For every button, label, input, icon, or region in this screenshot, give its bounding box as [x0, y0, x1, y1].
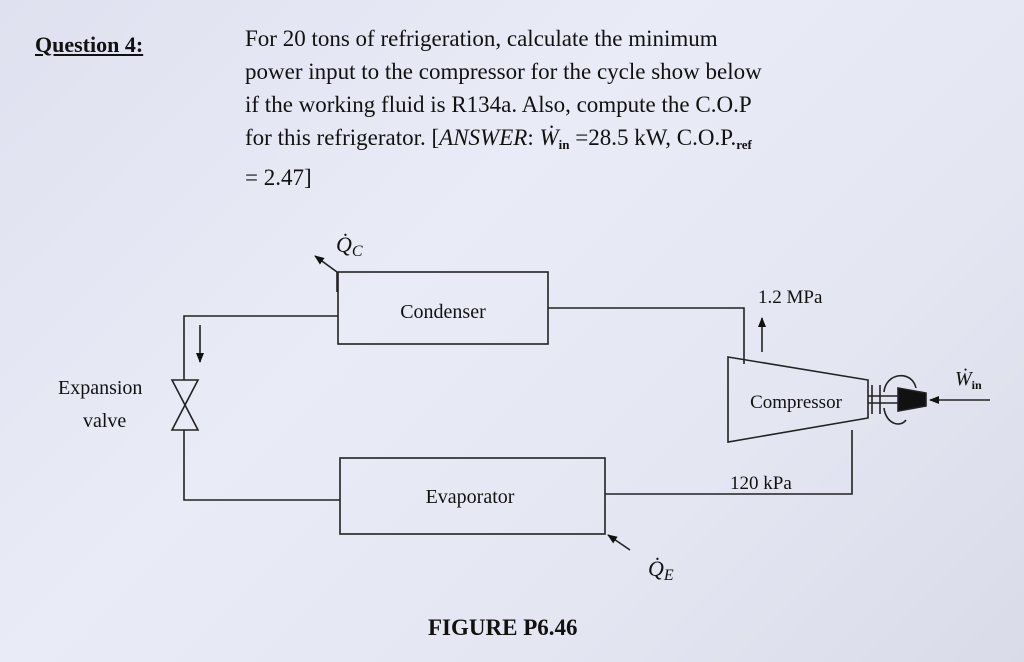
- answer-colon: :: [527, 125, 540, 150]
- question-line-4-start: for this refrigerator. [: [245, 125, 440, 150]
- piping: [183, 272, 853, 501]
- heat-absorption-arrow: [607, 534, 631, 551]
- compressor-shaft: [868, 374, 927, 425]
- work-symbol: Ẇ: [539, 125, 559, 150]
- compressor-label: Compressor: [750, 392, 843, 413]
- heat-rejection-symbol: Q̇C: [336, 232, 363, 260]
- evaporator-box: [339, 457, 606, 535]
- question-line-5: = 2.47]: [245, 165, 312, 190]
- work-input-symbol: Ẇin: [955, 367, 982, 392]
- question-line-1: For 20 tons of refrigeration, calculate …: [245, 26, 718, 51]
- cop-subscript: ref: [736, 137, 752, 152]
- high-pressure-label: 1.2 MPa: [758, 287, 823, 308]
- question-line-3: if the working fluid is R134a. Also, com…: [245, 92, 752, 117]
- evaporator-label: Evaporator: [426, 486, 515, 508]
- heat-rejection-arrow: [314, 255, 338, 273]
- expansion-valve-symbol: [170, 379, 200, 431]
- figure-caption: FIGURE P6.46: [428, 615, 578, 640]
- expansion-valve-label-1: Expansion: [58, 377, 142, 399]
- question-line-2: power input to the compressor for the cy…: [245, 59, 762, 84]
- answer-word: ANSWER: [439, 125, 528, 150]
- compressor-body: [727, 356, 869, 443]
- low-pressure-label: 120 kPa: [730, 473, 792, 494]
- condenser-label: Condenser: [400, 301, 486, 323]
- expansion-valve-label-2: valve: [83, 410, 126, 432]
- question-label: Question 4:: [35, 32, 144, 57]
- work-subscript: in: [558, 137, 570, 152]
- question-text: For 20 tons of refrigeration, calculate …: [245, 22, 885, 194]
- heat-absorption-symbol: Q̇E: [648, 556, 674, 584]
- answer-values: =28.5 kW, C.O.P.: [569, 125, 737, 150]
- question-line-4: for this refrigerator. [ANSWER: Ẇin =28.…: [245, 121, 885, 161]
